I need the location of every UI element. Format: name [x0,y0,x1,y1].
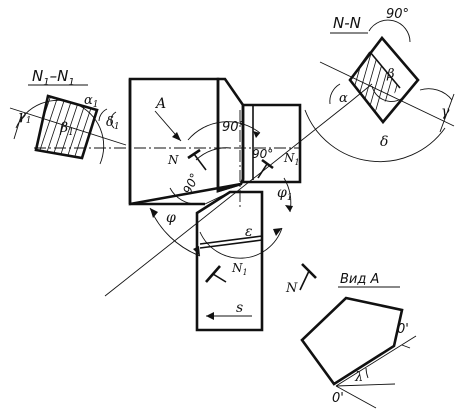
section-n1-delta-arc [110,111,117,129]
view-a-lower-line [335,385,377,409]
svg-text:β1: β1 [59,120,74,138]
view-a-arrowhead [172,132,181,141]
section-marker-n1-a-arm [257,163,268,179]
arc-epsilon [199,227,283,259]
label-view-a-marker: A [154,96,166,112]
tool-shank-line-1 [199,235,263,245]
arc-90-left [169,187,199,205]
view-a-o-top-tick [401,344,411,349]
label-section-n1-b: N [57,67,68,85]
section-marker-n-right-arm [299,270,310,291]
label-section-n1-sub: 1 [43,77,49,88]
section-n-arc-beta [371,85,411,102]
label-angle-90-small: 90° [252,147,273,161]
section-n-arc-alpha [329,83,341,105]
tool-shank-line-2 [199,239,263,249]
label-delta: δ [380,134,388,150]
section-n-ref-line [319,61,455,127]
arrowhead-phi-b [193,246,200,256]
arrowhead-phi [150,208,158,218]
section-marker-n1-a [261,158,274,170]
label-n1-right: N [283,151,295,165]
label-feed: s [236,300,243,316]
svg-text:φ1: φ1 [277,185,293,203]
label-view-a-title: Вид A [340,272,379,287]
label-alpha: α [339,91,348,106]
label-section-n1: N [32,67,43,85]
section-marker-n-a-arm [193,153,207,171]
svg-text:γ1: γ1 [18,109,32,126]
label-beta: β [386,67,395,82]
label-angle-90-center: 90° [222,120,245,135]
view-a [300,286,417,409]
section-n-gamma-ext [439,93,455,133]
label-n-small: N [167,153,179,167]
label-alpha1-sub: 1 [93,100,99,110]
right-block [241,103,302,184]
label-gamma: γ [441,104,450,120]
label-gamma1: γ [18,109,26,124]
section-n-inner-edge-b [349,51,371,81]
section-n1-arc [15,99,105,165]
label-delta1-sub: 1 [114,122,120,132]
label-n1-tool: N [231,261,243,275]
section-n-profile [348,35,420,125]
main-reference-line [104,101,351,297]
section-n1-gamma-ext [13,112,23,140]
tool-tip-edge [204,191,231,205]
label-delta1: δ [106,115,114,130]
label-phi: φ [166,210,176,226]
label-beta1-sub: 1 [68,128,74,138]
arc-90-small [195,147,232,161]
label-n-marker: N [285,281,298,296]
feed-arrowhead [206,312,214,320]
label-lambda: λ [354,370,363,385]
label-section-n1-b-sub: 1 [68,77,74,88]
section-n1-alpha-arc [98,108,108,122]
svg-text:N1: N1 [283,151,300,167]
svg-text:N1–N1: N1–N1 [32,67,75,88]
section-n-arc-delta [304,109,446,163]
label-gamma1-sub: 1 [26,116,32,126]
label-section-n1-dash: – [50,67,58,85]
label-epsilon: ε [245,224,253,240]
workpiece-bevel [216,77,245,193]
label-o-prime-bottom: 0' [332,391,344,406]
svg-text:α1: α1 [84,93,99,110]
arc-90-top [187,121,261,141]
label-phi1-sub: 1 [287,193,293,203]
tool-shank [195,190,264,332]
label-n1-right-sub: 1 [295,158,300,167]
section-n-arc-gamma [419,88,453,101]
svg-text:N1: N1 [231,261,248,277]
section-n1-ref-line [9,107,127,146]
section-n-inner-edge [369,51,401,89]
view-a-ref-line [335,335,417,387]
label-beta1: β [59,120,68,136]
label-o-prime-top: 0' [397,322,409,337]
label-n1-tool-sub: 1 [243,268,248,277]
section-n-arc-90 [368,19,411,43]
view-a-base-line [335,383,396,387]
arrowhead-90-top [253,131,260,138]
view-a-lambda-arc [365,367,369,379]
svg-text:δ1: δ1 [106,115,120,132]
label-angle-90-top: 90° [386,7,409,22]
section-marker-tool-arm [212,273,227,283]
arrowhead-epsilon [273,228,282,236]
view-a-outline [300,296,404,386]
section-n1-profile [34,94,99,160]
label-alpha1: α [84,93,93,108]
arrowhead-phi1 [285,205,293,212]
label-section-n: N-N [333,14,361,32]
label-phi1: φ [277,185,287,201]
